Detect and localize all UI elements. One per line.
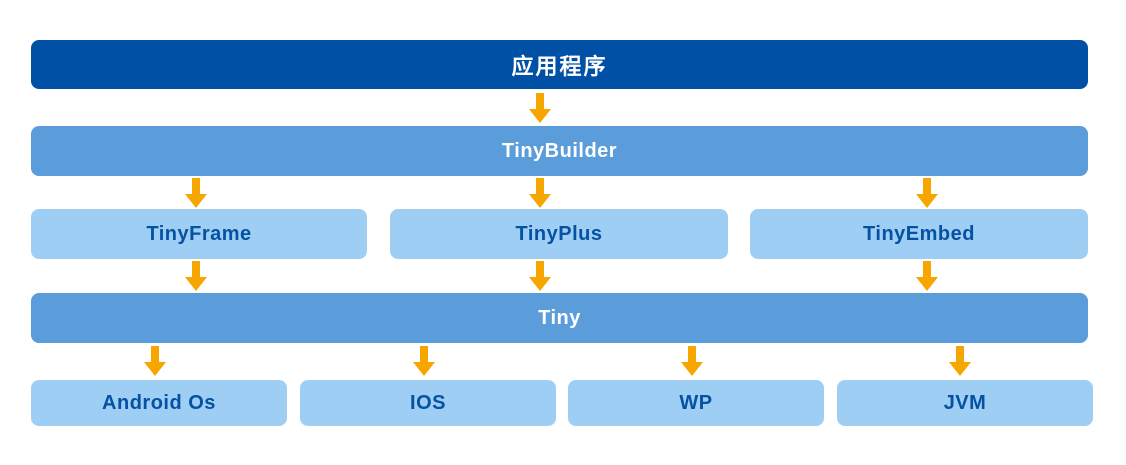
down-arrow-shaft xyxy=(536,261,544,277)
node-jvm-label: JVM xyxy=(943,391,987,414)
down-arrow-shaft xyxy=(956,346,964,362)
down-arrow xyxy=(529,178,551,208)
down-arrow-shaft xyxy=(688,346,696,362)
down-arrow-shaft xyxy=(192,261,200,277)
down-arrow xyxy=(185,178,207,208)
node-tinyframe-label: TinyFrame xyxy=(146,222,252,245)
node-android-os-label: Android Os xyxy=(102,391,216,414)
down-arrow xyxy=(529,261,551,291)
node-tinyplus-label: TinyPlus xyxy=(515,222,603,245)
down-arrow-shaft xyxy=(420,346,428,362)
down-arrow-head xyxy=(144,362,166,376)
down-arrow xyxy=(413,346,435,376)
node-ios: IOS xyxy=(300,380,556,426)
down-arrow xyxy=(185,261,207,291)
down-arrow xyxy=(144,346,166,376)
down-arrow-shaft xyxy=(536,178,544,194)
down-arrow-head xyxy=(529,109,551,123)
down-arrow-head xyxy=(413,362,435,376)
down-arrow-shaft xyxy=(536,93,544,109)
down-arrow-shaft xyxy=(923,178,931,194)
node-tinyembed-label: TinyEmbed xyxy=(863,222,975,245)
node-tinybuilder-bar: TinyBuilder xyxy=(31,126,1088,176)
node-wp: WP xyxy=(568,380,824,426)
down-arrow-shaft xyxy=(192,178,200,194)
node-application-bar: 应用程序 xyxy=(31,40,1088,89)
down-arrow-head xyxy=(916,277,938,291)
node-application-label: 应用程序 xyxy=(511,53,608,79)
node-tinyembed: TinyEmbed xyxy=(750,209,1088,259)
node-tiny-label: Tiny xyxy=(538,306,581,329)
down-arrow-shaft xyxy=(923,261,931,277)
node-android-os: Android Os xyxy=(31,380,287,426)
node-jvm: JVM xyxy=(837,380,1093,426)
down-arrow xyxy=(529,93,551,123)
node-tinybuilder-label: TinyBuilder xyxy=(501,139,618,162)
down-arrow-head xyxy=(529,194,551,208)
node-tinyplus: TinyPlus xyxy=(390,209,728,259)
down-arrow xyxy=(916,178,938,208)
down-arrow-head xyxy=(949,362,971,376)
down-arrow-head xyxy=(916,194,938,208)
down-arrow-head xyxy=(529,277,551,291)
down-arrow-shaft xyxy=(151,346,159,362)
down-arrow-head xyxy=(185,194,207,208)
node-tinyframe: TinyFrame xyxy=(31,209,367,259)
node-tiny-bar: Tiny xyxy=(31,293,1088,343)
node-ios-label: IOS xyxy=(410,391,446,414)
down-arrow-head xyxy=(185,277,207,291)
down-arrow xyxy=(681,346,703,376)
node-wp-label: WP xyxy=(679,391,713,414)
down-arrow xyxy=(949,346,971,376)
down-arrow xyxy=(916,261,938,291)
down-arrow-head xyxy=(681,362,703,376)
